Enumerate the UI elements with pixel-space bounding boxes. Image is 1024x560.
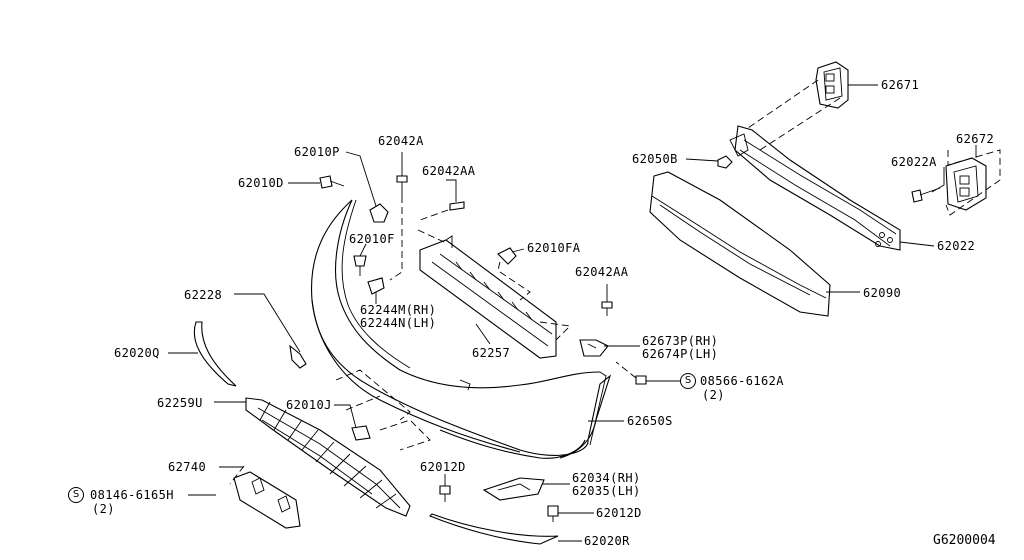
clip-62010FA xyxy=(497,247,517,271)
label-62257: 62257 xyxy=(472,346,511,360)
clip-62012D-a xyxy=(439,485,451,502)
reinforcement-beam xyxy=(729,125,901,251)
clip-62010J xyxy=(335,369,431,451)
clip-62012D-b xyxy=(547,505,559,522)
label-08566: 08566-6162A xyxy=(700,374,784,388)
bolt-62042AA-top xyxy=(419,201,465,221)
label-62010J: 62010J xyxy=(286,398,332,412)
label-62034: 62034(RH) xyxy=(572,471,641,485)
diagram-id: G6200004 xyxy=(933,533,996,548)
lower-grille xyxy=(245,397,411,517)
molding-62020Q xyxy=(193,321,237,387)
label-62042AA-mid: 62042AA xyxy=(575,265,629,279)
label-62259U: 62259U xyxy=(157,396,203,410)
label-62012D-a: 62012D xyxy=(420,460,466,474)
bumper-fascia xyxy=(310,199,612,459)
nut-62050B xyxy=(717,155,733,169)
cover-62034 xyxy=(482,477,545,501)
label-62035: 62035(LH) xyxy=(572,484,641,498)
label-62010FA: 62010FA xyxy=(527,241,581,255)
label-62650S: 62650S xyxy=(627,414,673,428)
service-part-badge: S xyxy=(680,373,696,389)
leader-lines xyxy=(168,84,977,542)
label-62022A: 62022A xyxy=(891,155,937,169)
label-62228: 62228 xyxy=(184,288,223,302)
bolt-62022A xyxy=(911,187,941,203)
bracket-62740 xyxy=(229,465,301,529)
bolt-62042AA-mid xyxy=(601,301,613,316)
label-62671: 62671 xyxy=(881,78,920,92)
bracket-62672 xyxy=(945,149,1001,216)
label-08146-qty: (2) xyxy=(92,502,115,516)
label-62042AA-top: 62042AA xyxy=(422,164,476,178)
label-62042A: 62042A xyxy=(378,134,424,148)
bracket-62673P xyxy=(579,339,609,357)
label-62740: 62740 xyxy=(168,460,207,474)
label-62012D-b: 62012D xyxy=(596,506,642,520)
label-62244N: 62244N(LH) xyxy=(360,316,437,330)
bolt-08566 xyxy=(615,361,647,385)
label-62020Q: 62020Q xyxy=(114,346,160,360)
label-08566-qty: (2) xyxy=(702,388,725,402)
label-62674P: 62674P(LH) xyxy=(642,347,719,361)
energy-absorber xyxy=(649,171,831,317)
label-62010P: 62010P xyxy=(294,145,340,159)
service-part-badge: S xyxy=(68,487,84,503)
label-62010D: 62010D xyxy=(238,176,284,190)
label-62673P: 62673P(RH) xyxy=(642,334,719,348)
clip-62010P xyxy=(369,203,389,223)
label-62672: 62672 xyxy=(956,132,995,146)
label-08146: 08146-6165H xyxy=(90,488,174,502)
clip-62010D xyxy=(319,175,345,189)
molding-62020R xyxy=(429,513,559,545)
label-62090: 62090 xyxy=(863,286,902,300)
bracket-62671 xyxy=(747,61,849,151)
part-62228 xyxy=(289,344,307,369)
clip-62010F xyxy=(353,255,385,295)
label-62010F: 62010F xyxy=(349,232,395,246)
label-62244M: 62244M(RH) xyxy=(360,303,437,317)
bolt-62042A xyxy=(389,175,408,281)
upper-grille xyxy=(417,229,571,359)
label-62050B: 62050B xyxy=(632,152,678,166)
label-62022: 62022 xyxy=(937,239,976,253)
label-62020R: 62020R xyxy=(584,534,630,548)
